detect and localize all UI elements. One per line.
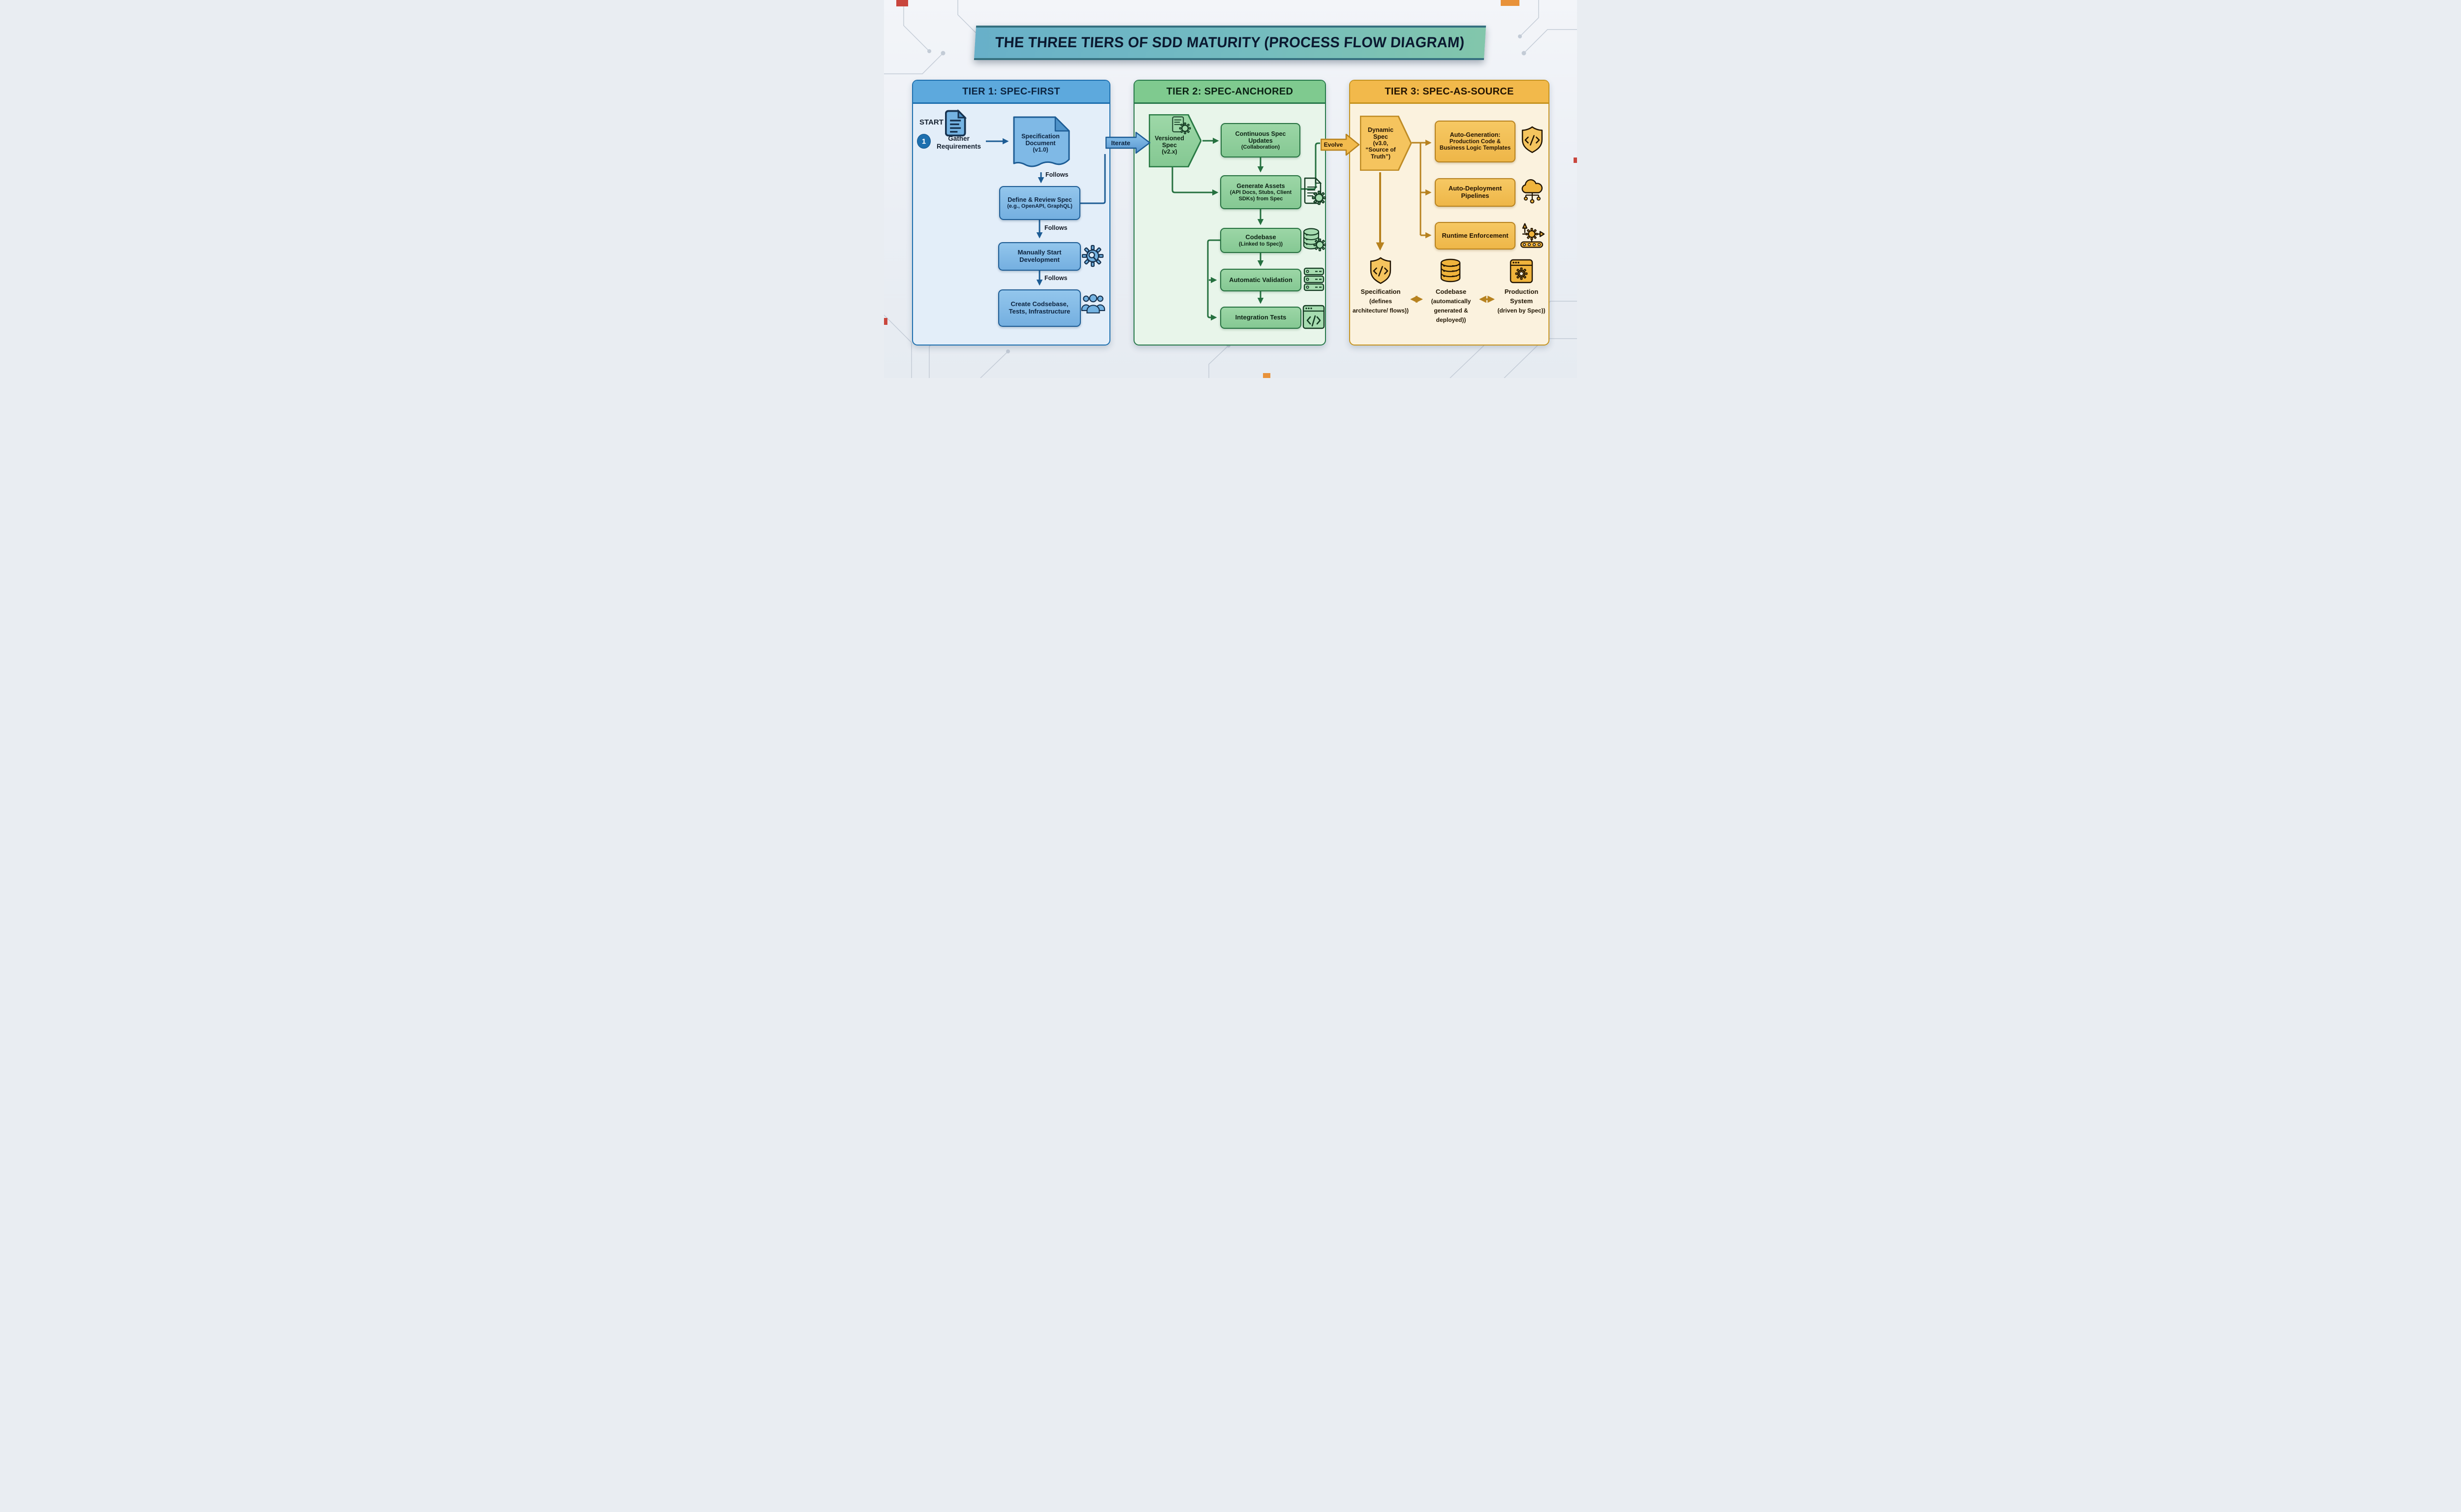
dynamic-spec-shape (1360, 116, 1412, 171)
evolve-label: Evolve (1324, 141, 1343, 148)
specification-sub: (defines architecture/ flows)) (1352, 297, 1409, 314)
shield-code-icon (1369, 256, 1392, 285)
code-window-icon (1302, 305, 1325, 329)
automatic-validation-label: Automatic Validation (1229, 276, 1293, 284)
connector-lines (986, 137, 1495, 321)
auto-generation-node: Auto-Generation: Production Code & Busin… (1435, 121, 1515, 162)
create-codebase-label: Create Codsebase, Tests, Infrastructure (1009, 300, 1071, 315)
spec-document-node: Specification Document (v1.0) (1016, 128, 1065, 158)
codebase-linked-label: Codebase (1245, 233, 1276, 241)
define-review-label: Define & Review Spec (1008, 196, 1072, 204)
gather-requirements-label: Gather Requirements (936, 135, 981, 150)
generate-assets-node: Generate Assets (API Docs, Stubs, Client… (1220, 175, 1301, 209)
page-title: THE THREE TIERS OF SDD MATURITY (PROCESS… (995, 34, 1465, 51)
follows-label-2: Follows (1044, 224, 1068, 231)
iterate-label: Iterate (1111, 139, 1131, 147)
spec-document-label: Specification Document (1021, 133, 1060, 147)
gear-search-icon (1082, 244, 1104, 268)
database-icon (1439, 258, 1462, 284)
manual-development-node: Manually Start Development (998, 242, 1081, 271)
database-gear-icon (1303, 228, 1326, 253)
server-stack-icon (1303, 267, 1325, 292)
automatic-validation-node: Automatic Validation (1220, 269, 1301, 291)
versioned-spec-version: (v2.x) (1162, 148, 1177, 156)
specification-column-label: Specification (defines architecture/ flo… (1352, 287, 1410, 315)
auto-generation-label: Auto-Generation: (1450, 131, 1501, 139)
tier1-header: TIER 1: SPEC-FIRST (913, 81, 1109, 104)
step-1-badge: 1 (917, 134, 931, 149)
production-label: Production System (1504, 288, 1539, 305)
dynamic-spec-sub: (v3.0, “Source of Truth”) (1365, 139, 1396, 160)
cloud-deploy-icon (1519, 178, 1545, 206)
create-codebase-node: Create Codsebase, Tests, Infrastructure (998, 289, 1081, 327)
orange-accent-bottom (1263, 373, 1270, 378)
continuous-updates-node: Continuous Spec Updates (Collaboration) (1221, 123, 1300, 158)
codebase-linked-sub: (Linked to Spec)) (1238, 241, 1283, 247)
dynamic-spec-node: Dynamic Spec (v3.0, “Source of Truth”) (1361, 118, 1400, 168)
production-sub: (driven by Spec)) (1497, 307, 1546, 314)
spec-document-shape (1013, 116, 1070, 171)
title-banner: THE THREE TIERS OF SDD MATURITY (PROCESS… (974, 26, 1486, 60)
red-accent-left (884, 318, 887, 325)
document-gear-icon (1303, 177, 1326, 206)
continuous-updates-label: Continuous Spec Updates (1235, 130, 1286, 144)
auto-generation-sub: Production Code & Business Logic Templat… (1439, 138, 1511, 151)
document-gear-icon (1171, 116, 1191, 135)
window-gear-icon (1510, 257, 1533, 285)
continuous-updates-sub: (Collaboration) (1241, 144, 1280, 150)
integration-tests-node: Integration Tests (1220, 307, 1301, 329)
orange-accent-top-right (1501, 0, 1519, 6)
auto-deployment-node: Auto-Deployment Pipelines (1435, 178, 1515, 207)
define-review-spec-node: Define & Review Spec (e.g., OpenAPI, Gra… (999, 186, 1080, 220)
tier2-header: TIER 2: SPEC-ANCHORED (1135, 81, 1325, 104)
process-routing-icon (1518, 221, 1545, 249)
codebase-label: Codebase (1435, 288, 1467, 295)
follows-label-1: Follows (1045, 171, 1069, 178)
integration-tests-label: Integration Tests (1235, 314, 1287, 321)
team-icon (1081, 293, 1105, 314)
shield-code-icon (1521, 126, 1544, 154)
runtime-enforcement-label: Runtime Enforcement (1442, 231, 1509, 239)
codebase-column-label: Codebase (automatically generated & depl… (1423, 287, 1479, 325)
tier3-header: TIER 3: SPEC-AS-SOURCE (1350, 81, 1548, 104)
start-label: START (919, 118, 944, 126)
spec-document-version: (v1.0) (1033, 146, 1048, 154)
codebase-linked-node: Codebase (Linked to Spec)) (1220, 228, 1301, 253)
auto-deployment-label: Auto-Deployment Pipelines (1448, 185, 1502, 199)
follows-label-3: Follows (1044, 275, 1068, 282)
production-column-label: Production System (driven by Spec)) (1495, 287, 1547, 315)
runtime-enforcement-node: Runtime Enforcement (1435, 222, 1515, 250)
evolve-arrow: Evolve (1321, 133, 1360, 156)
manual-development-label: Manually Start Development (1017, 249, 1062, 263)
dynamic-spec-label: Dynamic Spec (1367, 126, 1394, 140)
iterate-arrow: Iterate (1105, 131, 1151, 154)
red-accent-top-left (896, 0, 908, 6)
generate-assets-label: Generate Assets (1236, 183, 1285, 190)
generate-assets-sub: (API Docs, Stubs, Client SDKs) from Spec (1230, 189, 1292, 202)
specification-label: Specification (1360, 288, 1401, 295)
versioned-spec-label: Versioned Spec (1155, 135, 1184, 149)
codebase-sub: (automatically generated & deployed)) (1431, 297, 1471, 323)
red-accent-right (1574, 158, 1577, 163)
define-review-sub: (e.g., OpenAPI, GraphQL) (1007, 203, 1073, 210)
versioned-spec-node: Versioned Spec (v2.x) (1150, 127, 1189, 163)
document-icon (945, 109, 967, 137)
sdd-maturity-diagram: THE THREE TIERS OF SDD MATURITY (PROCESS… (884, 0, 1577, 378)
